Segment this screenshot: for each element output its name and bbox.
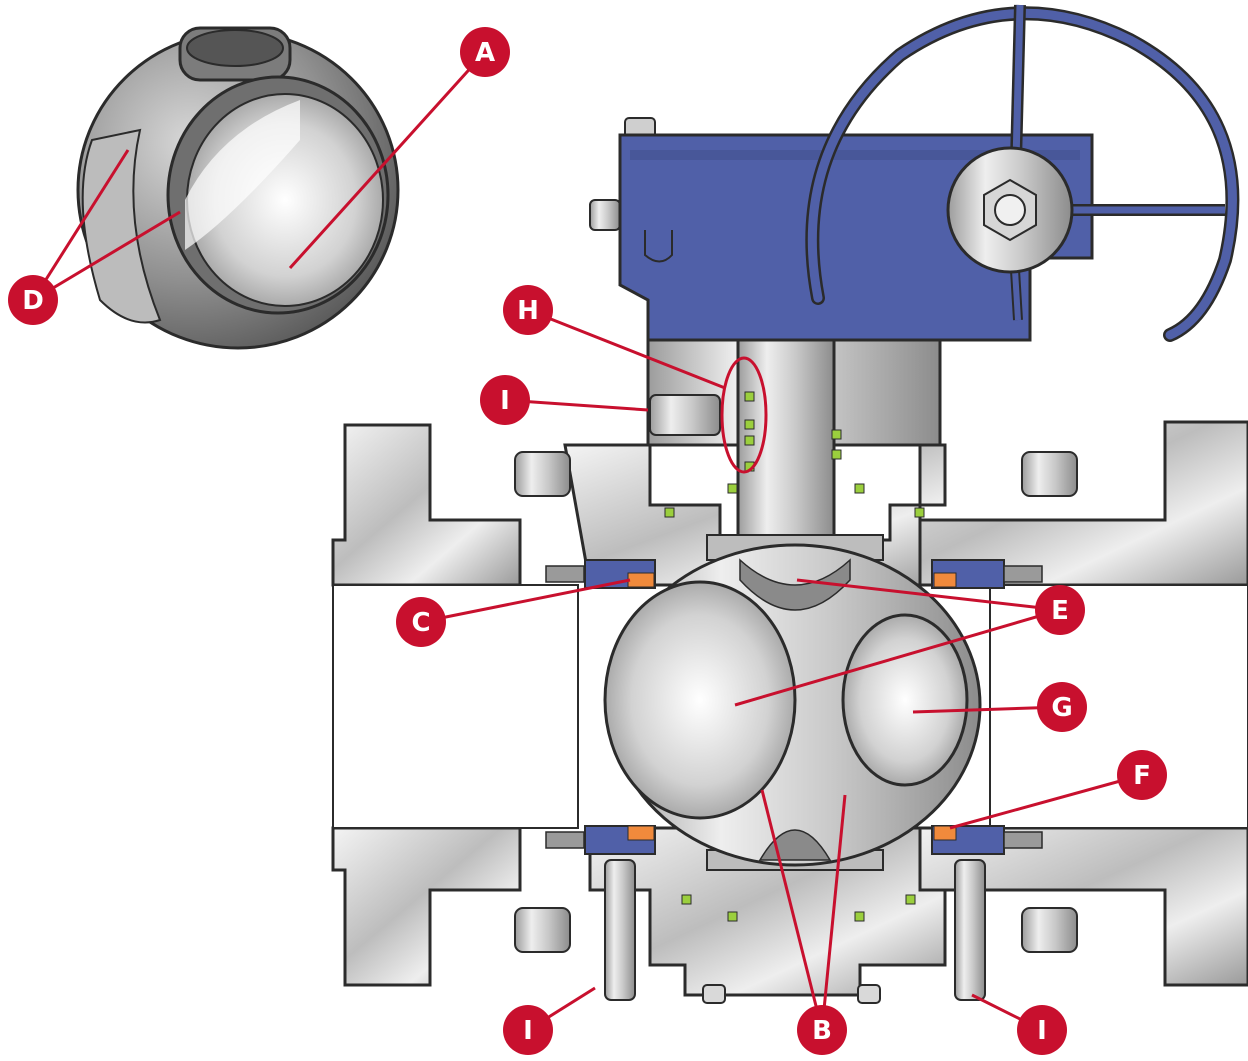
callout-c: C xyxy=(396,597,446,647)
callout-i-top-label: I xyxy=(500,386,510,416)
callout-i-bottom-left: I xyxy=(503,1005,553,1055)
callout-c-label: C xyxy=(411,608,430,638)
fittings xyxy=(604,394,986,1001)
callout-g: G xyxy=(1037,682,1087,732)
callout-a: A xyxy=(460,27,510,77)
callout-e-label: E xyxy=(1051,596,1069,626)
seat-rings xyxy=(545,559,1043,855)
isolated-ball-illustration xyxy=(76,26,400,350)
callout-h: H xyxy=(503,285,553,335)
stem-seal-highlight xyxy=(720,356,768,474)
callout-b: B xyxy=(797,1005,847,1055)
leader-lines xyxy=(31,50,1143,1032)
callout-a-label: A xyxy=(475,38,495,68)
callout-h-label: H xyxy=(517,296,539,326)
callout-i-top: I xyxy=(480,375,530,425)
hex-nut-icon xyxy=(983,178,1037,242)
callout-d-label: D xyxy=(22,286,44,316)
callout-b-label: B xyxy=(812,1016,832,1046)
callout-e: E xyxy=(1035,585,1085,635)
callout-d: D xyxy=(8,275,58,325)
callout-f-label: F xyxy=(1133,761,1151,791)
gear-actuator xyxy=(618,4,1240,342)
callout-i-bottom-left-label: I xyxy=(523,1016,533,1046)
callout-i-bottom-right-label: I xyxy=(1037,1016,1047,1046)
callout-i-bottom-right: I xyxy=(1017,1005,1067,1055)
callout-g-label: G xyxy=(1051,693,1072,723)
callout-f: F xyxy=(1117,750,1167,800)
valve-ball-cutaway xyxy=(603,534,982,871)
o-rings xyxy=(664,391,925,922)
